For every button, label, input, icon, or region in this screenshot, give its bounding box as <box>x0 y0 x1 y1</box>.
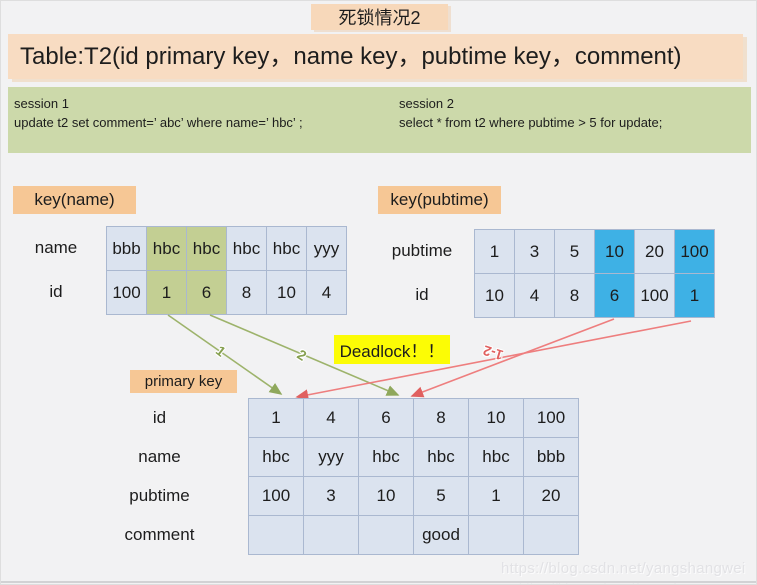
cell: 8 <box>227 271 267 315</box>
cell: hbc <box>359 438 414 477</box>
cell: 1 <box>475 230 515 274</box>
cell: 4 <box>307 271 347 315</box>
cell <box>524 516 579 555</box>
cell: 20 <box>635 230 675 274</box>
session-1-title: session 1 <box>14 96 69 111</box>
primary-key-label: primary key <box>130 370 237 393</box>
bottom-border-line <box>1 581 756 583</box>
cell: 1 <box>469 477 524 516</box>
key-name-row-label-id: id <box>49 282 63 301</box>
cell: 100 <box>635 274 675 318</box>
cell-highlight-green: hbc <box>147 227 187 271</box>
key-pubtime-row-label-id: id <box>415 285 429 304</box>
session-2-title: session 2 <box>399 96 454 111</box>
cell: yyy <box>304 438 359 477</box>
key-pubtime-index-table: 1 3 5 10 20 100 10 4 8 6 100 1 <box>474 229 715 318</box>
key-name-label: key(name) <box>13 186 136 214</box>
red-arrow-label: 1-2 <box>481 342 506 364</box>
cell: 3 <box>304 477 359 516</box>
cell: bbb <box>524 438 579 477</box>
cell: 1 <box>249 399 304 438</box>
cell-highlight-cyan: 1 <box>675 274 715 318</box>
cell: hbc <box>469 438 524 477</box>
session-2-block: session 2 select * from t2 where pubtime… <box>399 94 662 132</box>
cell: bbb <box>107 227 147 271</box>
primary-key-table: 1 4 6 8 10 100 hbc yyy hbc hbc hbc bbb 1… <box>248 398 579 555</box>
cell: hbc <box>227 227 267 271</box>
cell-highlight-cyan: 10 <box>595 230 635 274</box>
session-2-sql: select * from t2 where pubtime > 5 for u… <box>399 115 663 130</box>
cell <box>304 516 359 555</box>
primary-row-label-pubtime: pubtime <box>129 485 190 505</box>
cell: 100 <box>524 399 579 438</box>
cell: 6 <box>359 399 414 438</box>
cell: good <box>414 516 469 555</box>
green-arrow-label-1: 1 <box>212 342 229 360</box>
cell: 3 <box>515 230 555 274</box>
key-name-row-label-name: name <box>34 238 78 257</box>
key-name-index-table: bbb hbc hbc hbc hbc yyy 100 1 6 8 10 4 <box>106 226 347 315</box>
cell: 10 <box>469 399 524 438</box>
cell: 8 <box>414 399 469 438</box>
cell: hbc <box>267 227 307 271</box>
session-1-block: session 1 update t2 set comment=’ abc’ w… <box>14 94 303 132</box>
cell <box>469 516 524 555</box>
cell: 100 <box>249 477 304 516</box>
session-sql-box: session 1 update t2 set comment=’ abc’ w… <box>8 87 751 153</box>
cell: 5 <box>555 230 595 274</box>
cell: 5 <box>414 477 469 516</box>
cell: yyy <box>307 227 347 271</box>
cell: 4 <box>304 399 359 438</box>
cell: 4 <box>515 274 555 318</box>
primary-row-label-id: id <box>152 407 167 427</box>
cell: 20 <box>524 477 579 516</box>
key-pubtime-label: key(pubtime) <box>378 186 501 214</box>
cell: 10 <box>359 477 414 516</box>
deadlock-callout: Deadlock！！ <box>334 335 450 364</box>
cell-highlight-cyan: 6 <box>595 274 635 318</box>
cell <box>359 516 414 555</box>
cell: 10 <box>267 271 307 315</box>
cell: 8 <box>555 274 595 318</box>
cell-highlight-green: 1 <box>147 271 187 315</box>
cell-highlight-cyan: 100 <box>675 230 715 274</box>
table-definition-banner: Table:T2(id primary key，name key，pubtime… <box>8 34 743 79</box>
cell-highlight-green: 6 <box>187 271 227 315</box>
green-arrow-label-2: 2 <box>294 346 310 364</box>
cell-highlight-green: hbc <box>187 227 227 271</box>
cell <box>249 516 304 555</box>
cell: hbc <box>414 438 469 477</box>
cell: 100 <box>107 271 147 315</box>
cell: hbc <box>249 438 304 477</box>
key-pubtime-row-label-pubtime: pubtime <box>391 241 453 260</box>
csdn-watermark: https://blog.csdn.net/yangshangwei <box>501 560 746 577</box>
primary-row-label-comment: comment <box>124 524 195 544</box>
session-1-sql: update t2 set comment=’ abc’ where name=… <box>14 115 303 130</box>
primary-row-label-name: name <box>138 446 181 466</box>
cell: 10 <box>475 274 515 318</box>
page-title: 死锁情况2 <box>311 4 448 30</box>
